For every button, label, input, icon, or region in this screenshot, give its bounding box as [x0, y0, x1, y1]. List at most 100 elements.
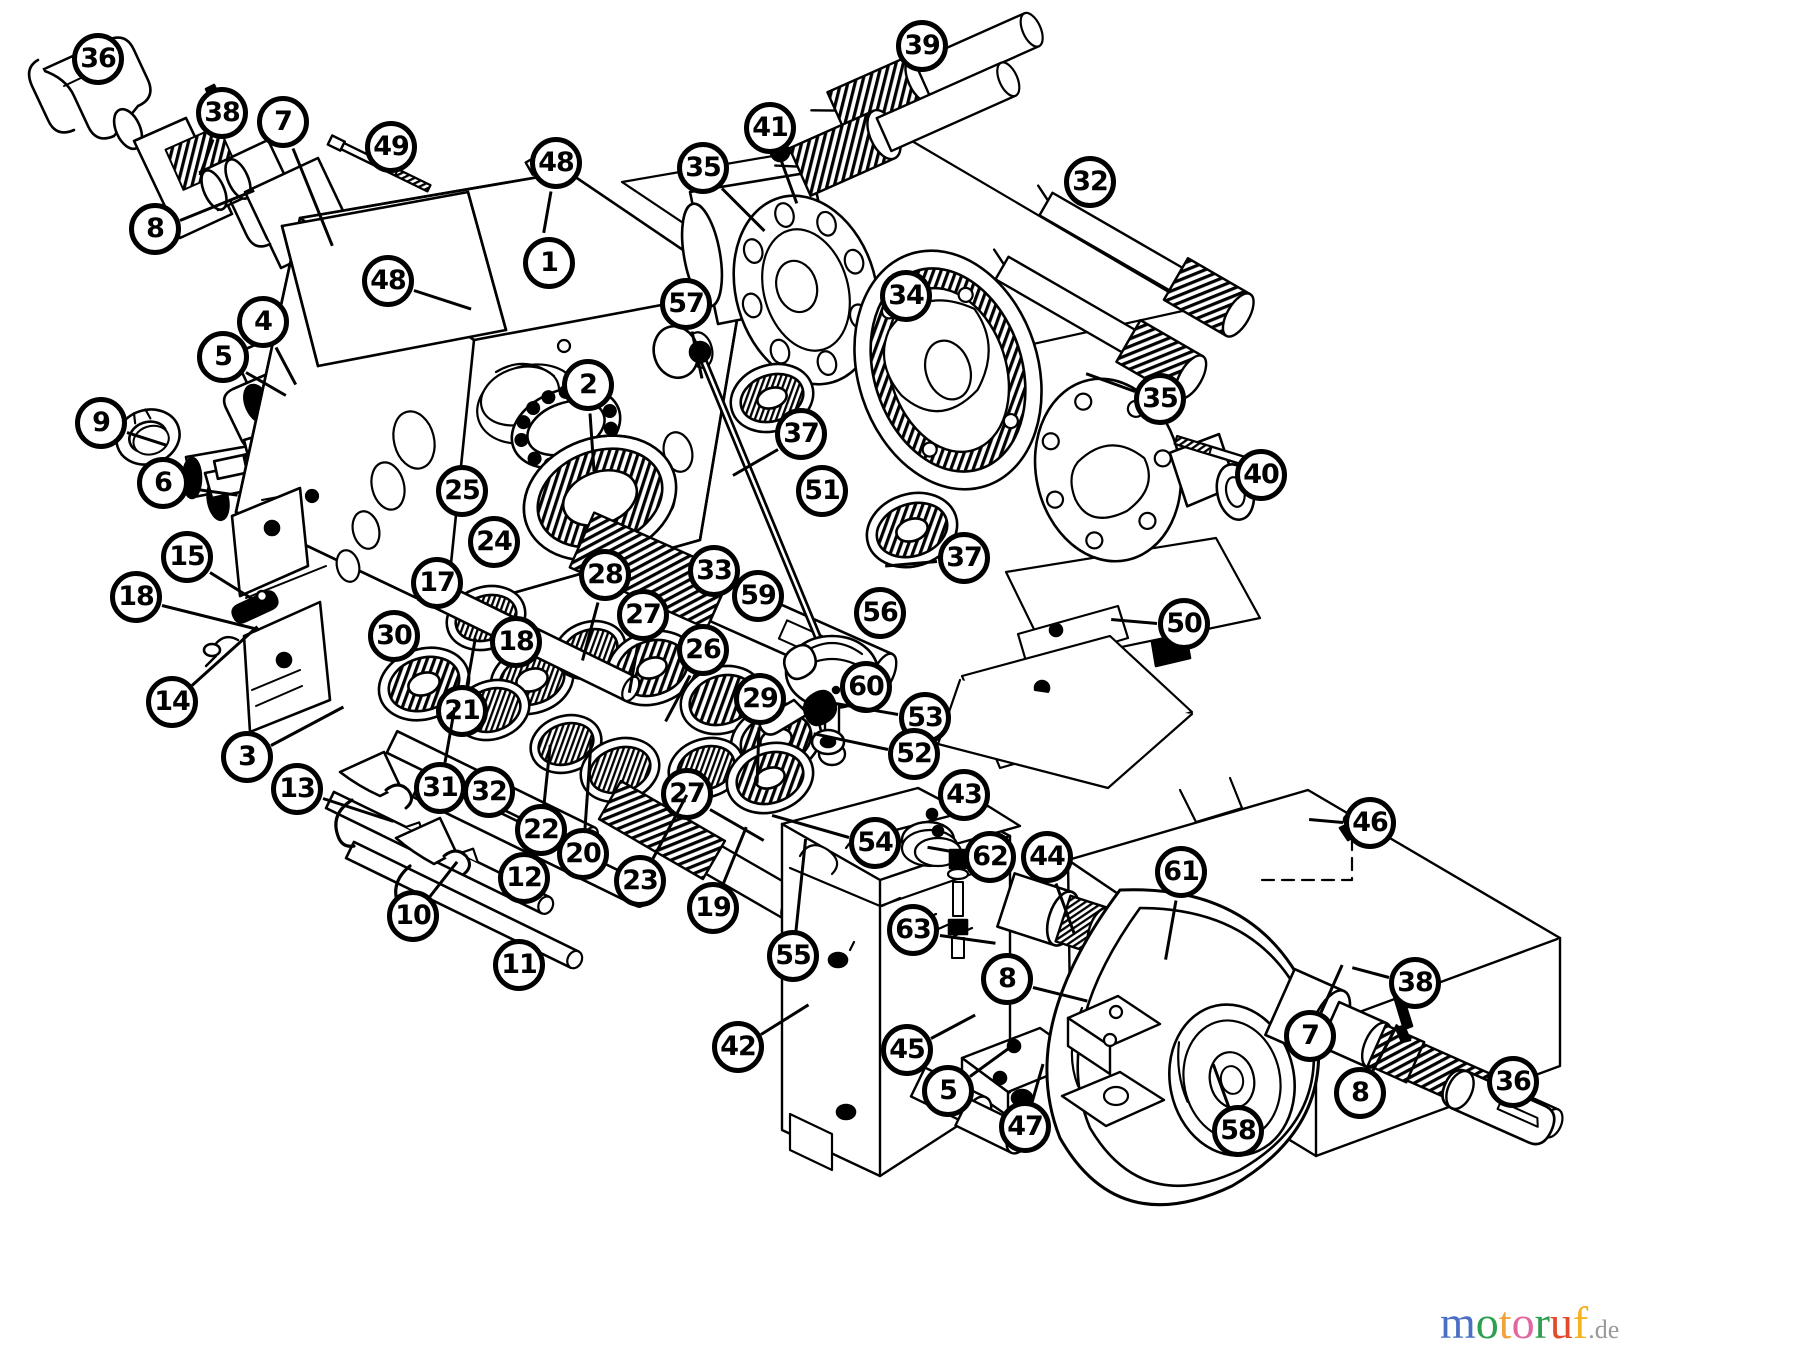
callout-balloon-17[interactable]: 17 — [411, 557, 463, 609]
callout-balloon-18[interactable]: 18 — [110, 571, 162, 623]
callout-balloon-35[interactable]: 35 — [1134, 373, 1186, 425]
callout-balloon-63[interactable]: 63 — [887, 904, 939, 956]
callout-balloon-41[interactable]: 41 — [744, 102, 796, 154]
callout-balloon-55[interactable]: 55 — [767, 930, 819, 982]
watermark-letter: r — [1534, 1297, 1550, 1348]
callout-balloon-28[interactable]: 28 — [579, 549, 631, 601]
callout-balloon-8[interactable]: 8 — [1334, 1067, 1386, 1119]
callout-balloon-2[interactable]: 2 — [562, 359, 614, 411]
callout-number: 19 — [695, 891, 732, 923]
callout-number: 63 — [895, 913, 932, 945]
callout-balloon-8[interactable]: 8 — [129, 203, 181, 255]
callout-balloon-33[interactable]: 33 — [688, 545, 740, 597]
callout-number: 36 — [80, 42, 117, 74]
callout-number: 14 — [154, 685, 191, 717]
callout-balloon-35[interactable]: 35 — [677, 142, 729, 194]
callout-number: 21 — [444, 694, 481, 726]
callout-balloon-15[interactable]: 15 — [161, 531, 213, 583]
callout-number: 33 — [696, 554, 733, 586]
callout-balloon-5[interactable]: 5 — [197, 331, 249, 383]
callout-balloon-34[interactable]: 34 — [880, 270, 932, 322]
callout-balloon-29[interactable]: 29 — [734, 673, 786, 725]
callout-number: 39 — [904, 29, 941, 61]
callout-balloon-1[interactable]: 1 — [523, 237, 575, 289]
callout-balloon-47[interactable]: 47 — [999, 1101, 1051, 1153]
callout-balloon-62[interactable]: 62 — [964, 831, 1016, 883]
callout-balloon-10[interactable]: 10 — [387, 890, 439, 942]
callout-balloon-58[interactable]: 58 — [1212, 1105, 1264, 1157]
callout-number: 10 — [395, 899, 432, 931]
callout-balloon-7[interactable]: 7 — [257, 96, 309, 148]
callout-balloon-52[interactable]: 52 — [888, 728, 940, 780]
callout-balloon-48[interactable]: 48 — [530, 137, 582, 189]
callout-balloon-4[interactable]: 4 — [237, 296, 289, 348]
callout-balloon-18[interactable]: 18 — [490, 616, 542, 668]
callout-balloon-13[interactable]: 13 — [271, 763, 323, 815]
callout-balloon-23[interactable]: 23 — [614, 855, 666, 907]
callout-balloon-36[interactable]: 36 — [1487, 1056, 1539, 1108]
callout-balloon-8[interactable]: 8 — [981, 953, 1033, 1005]
callout-balloon-51[interactable]: 51 — [796, 465, 848, 517]
callout-balloon-19[interactable]: 19 — [687, 882, 739, 934]
callout-balloon-25[interactable]: 25 — [436, 465, 488, 517]
callout-balloon-11[interactable]: 11 — [493, 939, 545, 991]
callout-number: 37 — [946, 541, 983, 573]
callout-balloon-30[interactable]: 30 — [368, 610, 420, 662]
callout-number: 8 — [1351, 1076, 1370, 1108]
callout-balloon-6[interactable]: 6 — [137, 457, 189, 509]
callout-balloon-32[interactable]: 32 — [463, 766, 515, 818]
callout-balloon-21[interactable]: 21 — [436, 685, 488, 737]
callout-balloon-14[interactable]: 14 — [146, 676, 198, 728]
callout-balloon-56[interactable]: 56 — [854, 587, 906, 639]
callout-balloon-9[interactable]: 9 — [75, 397, 127, 449]
callout-balloon-26[interactable]: 26 — [677, 624, 729, 676]
callout-balloon-27[interactable]: 27 — [617, 589, 669, 641]
callout-number: 5 — [939, 1074, 958, 1106]
callout-number: 35 — [1142, 382, 1179, 414]
callout-balloon-44[interactable]: 44 — [1021, 831, 1073, 883]
callout-balloon-37[interactable]: 37 — [775, 408, 827, 460]
callout-balloon-50[interactable]: 50 — [1158, 598, 1210, 650]
callout-balloon-45[interactable]: 45 — [881, 1024, 933, 1076]
callout-balloon-3[interactable]: 3 — [221, 731, 273, 783]
callout-number: 27 — [625, 598, 662, 630]
callout-balloon-24[interactable]: 24 — [468, 516, 520, 568]
callout-balloon-46[interactable]: 46 — [1344, 797, 1396, 849]
callout-balloon-37[interactable]: 37 — [938, 532, 990, 584]
callout-balloon-57[interactable]: 57 — [660, 278, 712, 330]
callout-balloon-38[interactable]: 38 — [196, 87, 248, 139]
callout-number: 13 — [279, 772, 316, 804]
watermark-letter: m — [1440, 1297, 1476, 1348]
callout-number: 28 — [587, 558, 624, 590]
callout-number: 26 — [685, 633, 722, 665]
callout-number: 58 — [1220, 1114, 1257, 1146]
watermark-letter: o — [1511, 1297, 1535, 1348]
callout-number: 25 — [444, 474, 481, 506]
callout-number: 37 — [783, 417, 820, 449]
callout-balloon-5[interactable]: 5 — [922, 1065, 974, 1117]
watermark-letter: f — [1572, 1297, 1589, 1348]
callout-balloon-59[interactable]: 59 — [732, 570, 784, 622]
callout-balloon-54[interactable]: 54 — [849, 817, 901, 869]
callout-number: 38 — [1397, 966, 1434, 998]
callout-balloon-38[interactable]: 38 — [1389, 957, 1441, 1009]
callout-balloon-7[interactable]: 7 — [1284, 1010, 1336, 1062]
callout-balloon-43[interactable]: 43 — [938, 769, 990, 821]
callout-balloon-48[interactable]: 48 — [362, 255, 414, 307]
callout-balloon-27[interactable]: 27 — [661, 768, 713, 820]
callout-number: 44 — [1029, 840, 1066, 872]
callout-balloon-20[interactable]: 20 — [557, 828, 609, 880]
callout-balloon-12[interactable]: 12 — [498, 852, 550, 904]
callout-balloon-49[interactable]: 49 — [365, 121, 417, 173]
callout-balloon-31[interactable]: 31 — [414, 762, 466, 814]
callout-number: 60 — [848, 670, 885, 702]
callout-balloon-42[interactable]: 42 — [712, 1021, 764, 1073]
callout-number: 38 — [204, 96, 241, 128]
callout-balloon-32[interactable]: 32 — [1064, 156, 1116, 208]
callout-balloon-61[interactable]: 61 — [1155, 846, 1207, 898]
callout-balloon-39[interactable]: 39 — [896, 20, 948, 72]
callout-number: 17 — [419, 566, 456, 598]
callout-number: 43 — [946, 778, 983, 810]
callout-balloon-36[interactable]: 36 — [72, 33, 124, 85]
callout-balloon-40[interactable]: 40 — [1235, 449, 1287, 501]
